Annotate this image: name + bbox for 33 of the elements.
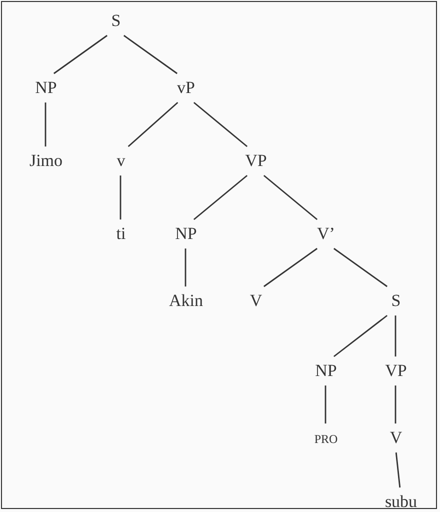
tree-branch bbox=[394, 386, 396, 424]
tree-branch bbox=[54, 34, 108, 74]
tree-branch bbox=[128, 102, 178, 148]
tree-branch bbox=[44, 102, 46, 146]
tree-node-label: VP bbox=[385, 361, 407, 381]
tree-node-label: V’ bbox=[317, 224, 335, 244]
tree-branch bbox=[395, 452, 401, 488]
tree-branch bbox=[193, 174, 248, 220]
tree-branch bbox=[263, 174, 318, 220]
tree-node-label: vP bbox=[177, 78, 195, 98]
tree-branch bbox=[120, 176, 122, 220]
tree-node-label: S bbox=[111, 11, 121, 31]
tree-node-label: V bbox=[390, 428, 402, 448]
tree-branch bbox=[324, 386, 326, 424]
tree-branch bbox=[124, 34, 178, 74]
tree-node-label: Akin bbox=[169, 291, 203, 311]
tree-node-label: NP bbox=[35, 78, 57, 98]
tree-branch bbox=[333, 314, 388, 358]
tree-node-label: v bbox=[116, 151, 126, 171]
tree-node-label: V bbox=[250, 291, 262, 311]
tree-branch bbox=[184, 248, 186, 286]
tree-branch bbox=[264, 248, 318, 288]
tree-node-label: NP bbox=[175, 224, 197, 244]
tree-node-label: ti bbox=[116, 224, 126, 244]
tree-node-label: pro bbox=[314, 428, 338, 448]
tree-branch bbox=[394, 316, 396, 356]
tree-branch bbox=[334, 248, 388, 288]
tree-branch bbox=[193, 102, 248, 148]
tree-node-label: subu bbox=[384, 492, 418, 512]
tree-node-label: Jimo bbox=[29, 151, 63, 171]
tree-node-label: VP bbox=[245, 151, 267, 171]
tree-node-label: S bbox=[391, 291, 401, 311]
tree-node-label: NP bbox=[315, 361, 337, 381]
